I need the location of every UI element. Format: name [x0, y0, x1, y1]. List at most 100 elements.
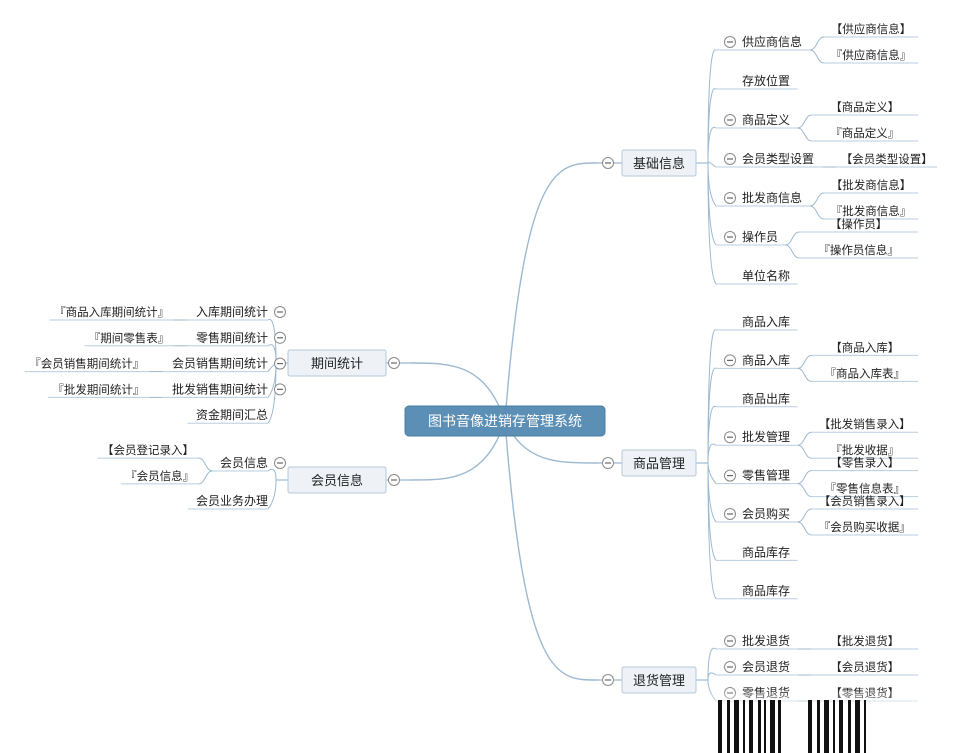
connector — [797, 114, 812, 129]
child-collapse-icon[interactable] — [274, 357, 286, 370]
leaf-label: 【批发销售录入】 — [819, 417, 911, 431]
watermark-stripe — [770, 700, 775, 753]
leaf-label: 『商品定义』 — [830, 126, 899, 140]
child-label: 资金期间汇总 — [196, 407, 268, 422]
leaf-label: 『批发期间统计』 — [52, 382, 144, 396]
branch-node[interactable]: 会员信息 — [287, 466, 387, 494]
leaf-label: 『商品入库期间统计』 — [54, 305, 169, 319]
child-label: 会员购买 — [742, 506, 790, 521]
watermark-stripe — [855, 700, 860, 753]
watermark-stripe — [778, 700, 781, 753]
connector — [267, 479, 277, 510]
child-collapse-icon[interactable] — [724, 635, 736, 647]
child-label: 批发销售期间统计 — [172, 381, 268, 396]
watermark-stripe — [848, 700, 851, 753]
child-label: 供应商信息 — [742, 34, 802, 49]
child-collapse-icon[interactable] — [724, 661, 736, 673]
watermark-stripe — [743, 700, 745, 753]
child-label: 商品库存 — [742, 544, 790, 559]
child-label: 商品出库 — [742, 391, 790, 406]
branch-collapse-icon[interactable] — [388, 474, 400, 486]
connector — [504, 420, 598, 681]
connector — [797, 521, 812, 536]
branch-label: 退货管理 — [633, 673, 685, 689]
child-label: 会员业务办理 — [196, 493, 268, 508]
connector — [707, 647, 717, 681]
child-label: 单位名称 — [742, 268, 790, 283]
branch-collapse-icon[interactable] — [602, 674, 614, 686]
child-label: 批发退货 — [742, 633, 790, 648]
leaf-label: 【商品定义】 — [830, 100, 899, 114]
leaf-label: 『批发收据』 — [830, 443, 899, 457]
connector — [707, 462, 717, 484]
leaf-label: 『期间零售表』 — [89, 331, 170, 345]
leaf-label: 『供应商信息』 — [831, 48, 912, 62]
child-label: 批发商信息 — [742, 190, 802, 205]
branch-collapse-icon[interactable] — [602, 457, 614, 469]
child-collapse-icon[interactable] — [724, 153, 736, 165]
branch-node[interactable]: 商品管理 — [621, 449, 697, 477]
watermark-stripe — [808, 700, 812, 753]
child-collapse-icon[interactable] — [724, 354, 736, 367]
connector — [267, 319, 277, 364]
watermark-stripe — [817, 700, 820, 753]
leaf-label: 【零售录入】 — [830, 456, 899, 470]
leaf-label: 『操作员信息』 — [818, 243, 899, 257]
connector — [785, 244, 800, 259]
child-label: 入库期间统计 — [196, 304, 268, 319]
watermark-stripe — [833, 700, 835, 753]
watermark-stripe — [839, 700, 843, 753]
connector — [707, 162, 717, 207]
connector — [267, 362, 277, 424]
connector — [797, 483, 812, 498]
connector — [198, 470, 213, 485]
branch-node[interactable]: 期间统计 — [287, 349, 387, 377]
child-collapse-icon[interactable] — [724, 36, 736, 48]
child-label: 批发管理 — [742, 429, 790, 444]
child-label: 会员退货 — [742, 659, 790, 674]
leaf-label: 【批发退货】 — [830, 634, 899, 648]
child-label: 会员销售期间统计 — [172, 356, 268, 371]
branch-node[interactable]: 基础信息 — [621, 149, 697, 177]
connector — [809, 49, 825, 64]
leaf-label: 『会员销售期间统计』 — [29, 357, 144, 371]
connector — [410, 362, 506, 422]
child-collapse-icon[interactable] — [724, 431, 736, 444]
connector — [809, 205, 825, 220]
leaf-label: 『零售信息表』 — [825, 482, 906, 496]
connector — [797, 354, 812, 369]
child-collapse-icon[interactable] — [274, 383, 286, 396]
connector — [797, 470, 812, 485]
child-collapse-icon[interactable] — [724, 231, 736, 243]
connector — [504, 162, 598, 422]
connector — [797, 444, 812, 459]
root-label: 图书音像进销存管理系统 — [428, 413, 582, 430]
root-node[interactable]: 图书音像进销存管理系统 — [404, 405, 606, 437]
leaf-label: 【会员销售录入】 — [819, 494, 911, 508]
branch-collapse-icon[interactable] — [388, 357, 400, 369]
branch-collapse-icon[interactable] — [602, 157, 614, 169]
child-collapse-icon[interactable] — [274, 306, 286, 318]
child-collapse-icon[interactable] — [274, 457, 286, 469]
watermark-stripe — [824, 700, 829, 753]
connector — [267, 344, 277, 364]
leaf-label: 【会员登记录入】 — [102, 443, 194, 457]
child-label: 会员信息 — [220, 455, 268, 470]
leaf-label: 【会员类型设置】 — [841, 152, 933, 166]
watermark-stripe — [758, 700, 761, 753]
child-label: 零售期间统计 — [196, 330, 268, 345]
child-label: 商品定义 — [742, 112, 790, 127]
connector — [797, 367, 812, 382]
child-collapse-icon[interactable] — [724, 469, 736, 482]
child-collapse-icon[interactable] — [724, 508, 736, 520]
child-label: 商品入库 — [742, 352, 790, 367]
connector — [707, 162, 717, 285]
child-collapse-icon[interactable] — [724, 192, 736, 204]
child-collapse-icon[interactable] — [724, 114, 736, 126]
branch-node[interactable]: 退货管理 — [621, 666, 697, 694]
connector — [809, 36, 825, 51]
child-collapse-icon[interactable] — [274, 331, 286, 344]
connector — [198, 457, 213, 472]
watermark-stripe — [864, 700, 866, 753]
watermark-stripe — [727, 700, 730, 753]
